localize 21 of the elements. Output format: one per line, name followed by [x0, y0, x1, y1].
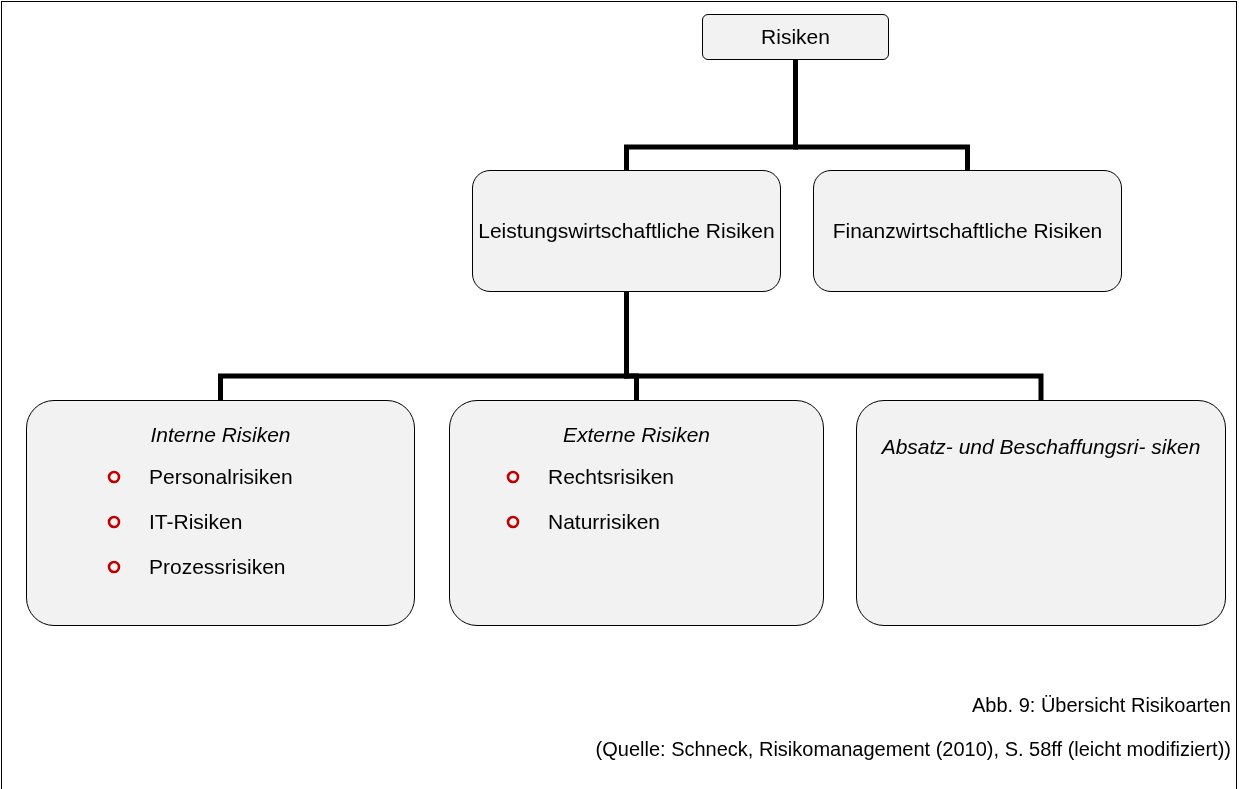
list-item: Rechtsrisiken — [548, 465, 675, 489]
node-box — [813, 170, 1122, 292]
category-box — [856, 400, 1226, 626]
category-box — [26, 400, 415, 626]
connector-line — [624, 292, 1044, 400]
list-item: Naturrisiken — [548, 510, 661, 534]
node-label: Risiken — [761, 23, 830, 50]
node-label: Finanzwirtschaftliche Risiken — [832, 217, 1103, 244]
category-heading: Absatz- und Beschaffungsri- siken — [881, 434, 1201, 460]
figure-caption: Abb. 9: Übersicht Risikoarten — [972, 694, 1231, 717]
list-item: Prozessrisiken — [149, 555, 286, 579]
node-box — [702, 14, 889, 60]
node-box — [472, 170, 781, 292]
category-heading: Externe Risiken — [561, 423, 712, 447]
list-item: Personalrisiken — [149, 465, 293, 489]
connector-line — [793, 60, 970, 170]
category-box — [449, 400, 824, 626]
category-heading: Interne Risiken — [149, 423, 292, 447]
node-label: Leistungswirtschaftliche Risiken — [478, 217, 775, 244]
source-note: (Quelle: Schneck, Risikomanagement (2010), S. 58ff (leicht modifiziert)) — [595, 738, 1231, 761]
list-item: IT-Risiken — [149, 510, 243, 534]
